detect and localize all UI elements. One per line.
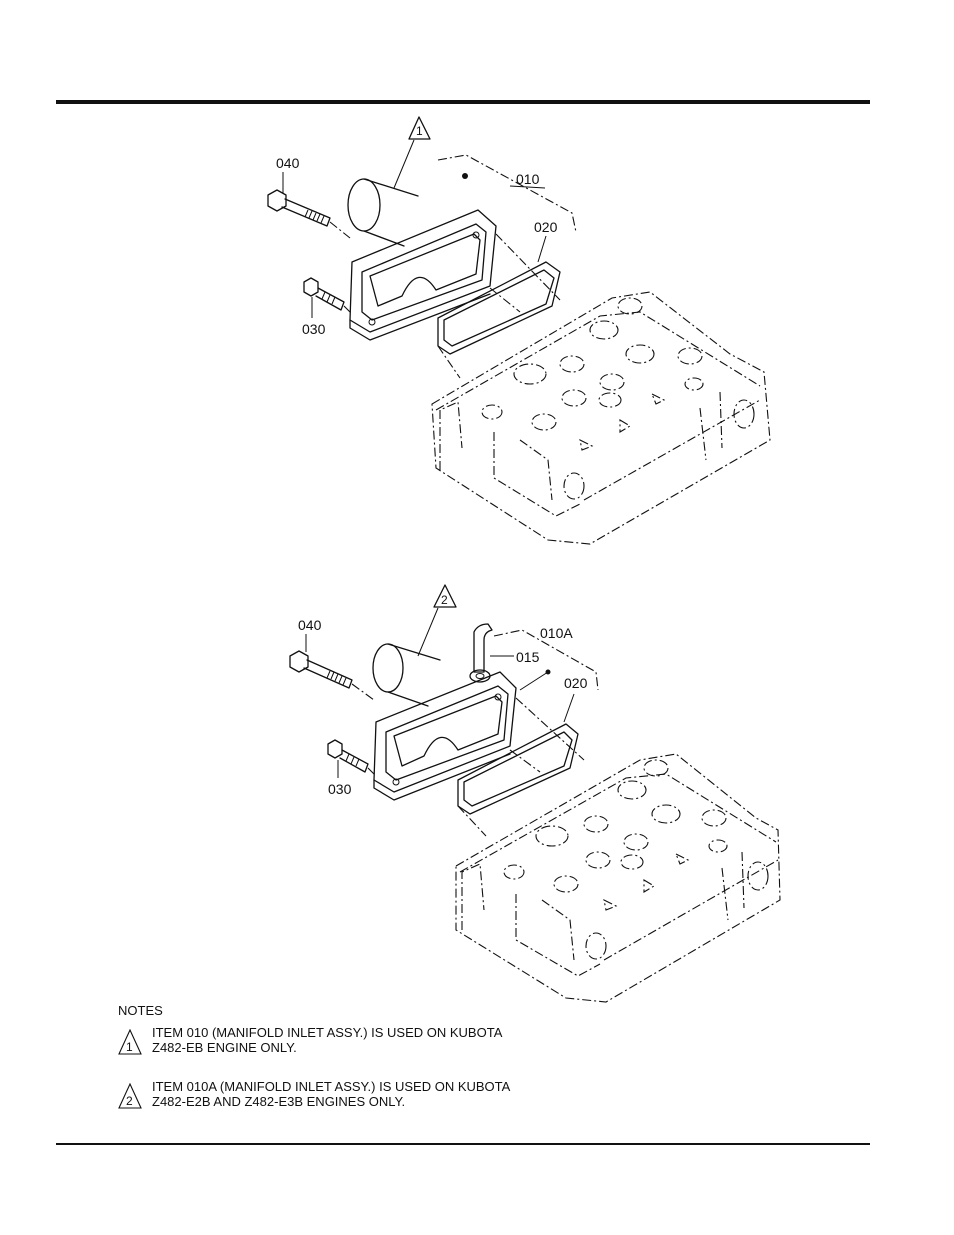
label-015: 015 xyxy=(516,649,540,665)
bolt-040-top xyxy=(268,190,350,238)
note-1-line-2: Z482-EB ENGINE ONLY. xyxy=(152,1040,502,1055)
notes-heading: NOTES xyxy=(118,1003,163,1018)
manifold-inlet-assy-top xyxy=(348,179,496,340)
label-040-top: 040 xyxy=(276,155,300,171)
label-040-bottom: 040 xyxy=(298,617,322,633)
bolt-030-bottom xyxy=(328,740,376,778)
note-2-line-1: ITEM 010A (MANIFOLD INLET ASSY.) IS USED… xyxy=(152,1079,510,1094)
label-030-bottom: 030 xyxy=(328,781,352,797)
bolt-040-bottom xyxy=(290,651,374,700)
svg-text:1: 1 xyxy=(416,124,423,138)
note-1-triangle-icon: 1 xyxy=(118,1029,142,1055)
label-020-top: 020 xyxy=(534,219,558,235)
svg-text:2: 2 xyxy=(441,593,448,607)
diagram-bottom: 2 040 010A 015 020 xyxy=(290,585,780,1002)
cylinder-head-top xyxy=(432,292,770,544)
note-2-line-2: Z482-E2B AND Z482-E3B ENGINES ONLY. xyxy=(152,1094,510,1109)
manifold-inlet-assy-bottom xyxy=(373,644,516,800)
svg-text:2: 2 xyxy=(126,1094,133,1108)
note-2-triangle-icon: 2 xyxy=(118,1083,142,1109)
label-010a: 010A xyxy=(540,625,573,641)
fitting-015 xyxy=(470,624,492,682)
callout-triangle-2: 2 xyxy=(418,585,456,656)
label-020-bottom: 020 xyxy=(564,675,588,691)
bolt-030-top xyxy=(304,278,352,318)
label-030-top: 030 xyxy=(302,321,326,337)
svg-text:1: 1 xyxy=(126,1040,133,1054)
gasket-020-bottom xyxy=(458,724,578,836)
note-1-line-1: ITEM 010 (MANIFOLD INLET ASSY.) IS USED … xyxy=(152,1025,502,1040)
footer-rule xyxy=(56,1143,870,1145)
callout-triangle-1: 1 xyxy=(394,117,430,188)
diagram-top: 1 040 010 020 xyxy=(268,117,770,544)
gasket-020-top xyxy=(438,262,560,378)
